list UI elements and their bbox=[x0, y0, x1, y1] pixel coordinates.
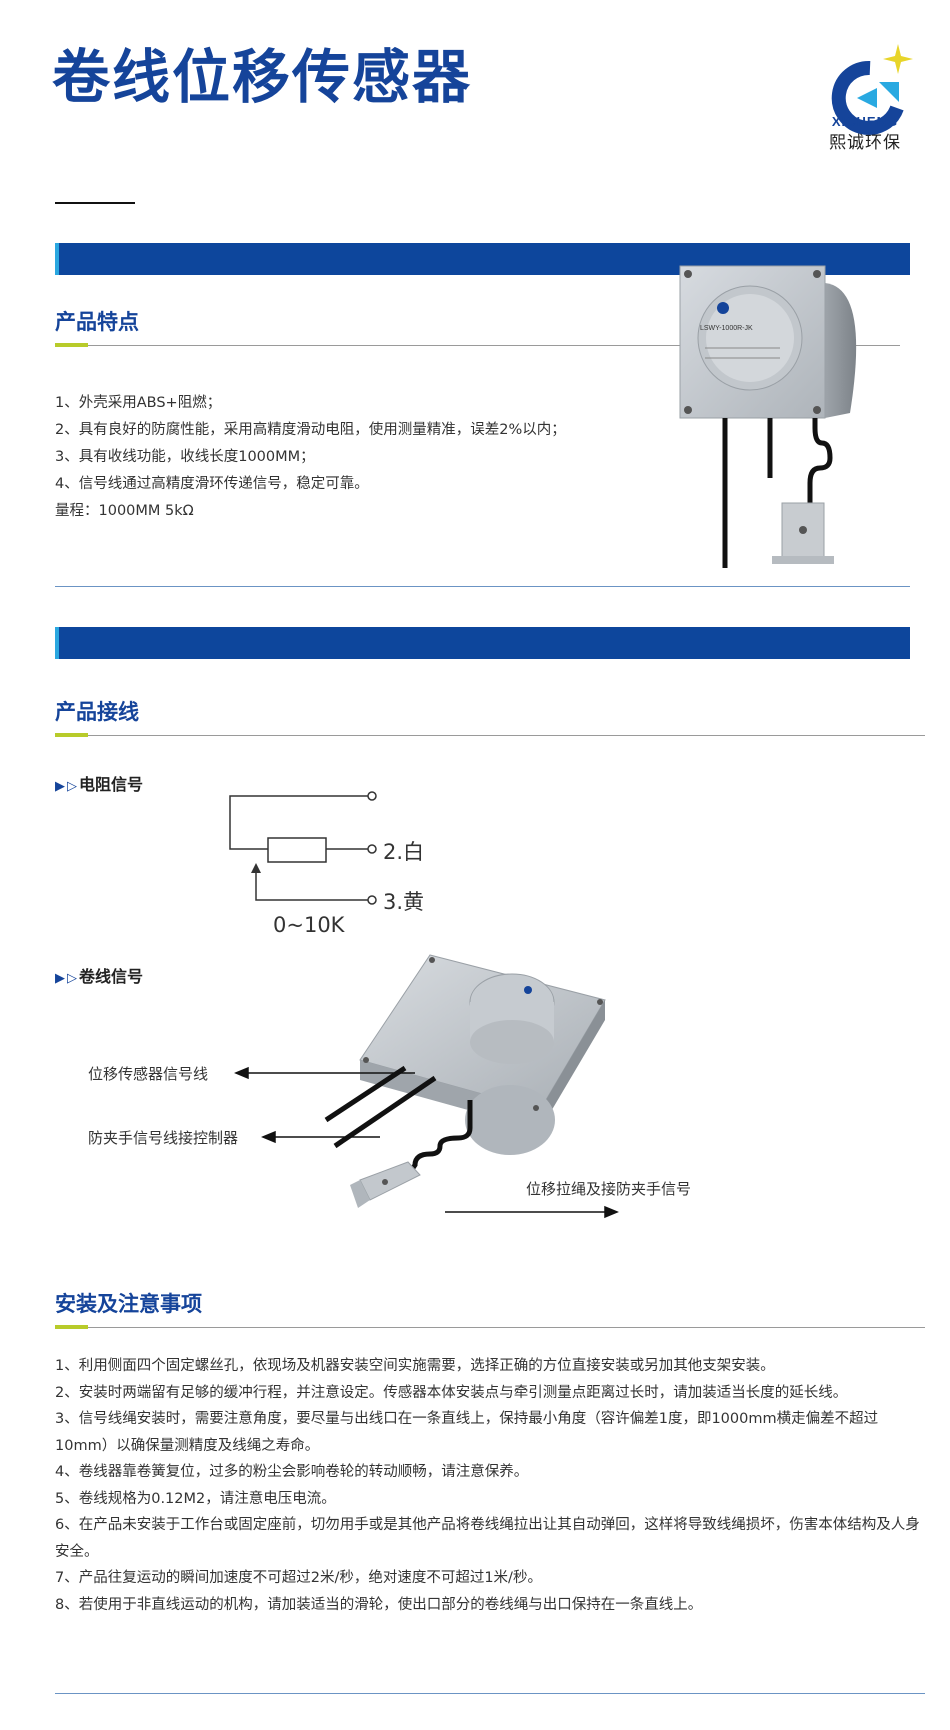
install-notes-list: 1、利用侧面四个固定螺丝孔，依现场及机器安装空间实施需要，选择正确的方位直接安装… bbox=[55, 1353, 925, 1618]
install-note-item: 2、安装时两端留有足够的缓冲行程，并注意设定。传感器本体安装点与牵引测量点距离过… bbox=[55, 1384, 848, 1401]
feature-item: 2、具有良好的防腐性能，采用高精度滑动电阻，使用测量精准，误差2%以内； bbox=[55, 422, 566, 438]
install-note-item: 6、在产品未安装于工作台或固定座前，切勿用手或是其他产品将卷线绳拉出让其自动弹回… bbox=[55, 1517, 920, 1560]
features-accent bbox=[55, 343, 88, 347]
solid-triangle-icon: ▶ bbox=[55, 779, 65, 794]
outline-triangle-icon: ▷ bbox=[67, 779, 77, 794]
install-note-item: 7、产品往复运动的瞬间加速度不可超过2米/秒，绝对速度不可超过1米/秒。 bbox=[55, 1570, 542, 1586]
logo-chinese-text: 熙诚环保 bbox=[829, 133, 901, 153]
resistor-signal-label: 电阻信号 bbox=[79, 775, 144, 794]
resistor-pin3-label: 3.黄 bbox=[383, 890, 425, 914]
features-bottom-rule bbox=[55, 586, 910, 587]
cable-signal-heading: ▶▷卷线信号 bbox=[55, 963, 143, 987]
features-list: 1、外壳采用ABS+阻燃； 2、具有良好的防腐性能，采用高精度滑动电阻，使用测量… bbox=[55, 390, 566, 525]
install-heading: 安装及注意事项 bbox=[55, 1292, 202, 1316]
install-note-item: 3、信号线绳安装时，需要注意角度，要尽量与出线口在一条直线上，保持最小角度（容许… bbox=[55, 1411, 879, 1454]
install-note-item: 4、卷线器靠卷簧复位，过多的粉尘会影响卷轮的转动顺畅，请注意保养。 bbox=[55, 1464, 529, 1480]
feature-item: 量程：1000MM 5kΩ bbox=[55, 503, 194, 519]
page-title: 卷线位移传感器 bbox=[52, 43, 473, 111]
cable-label-controller: 防夹手信号线接控制器 bbox=[88, 1129, 239, 1147]
device-model-label: LSWY-1000R-JK bbox=[700, 325, 753, 332]
feature-item: 4、信号线通过高精度滑环传递信号，稳定可靠。 bbox=[55, 476, 369, 492]
solid-triangle-icon: ▶ bbox=[55, 971, 65, 986]
logo-english-text: XICHENG bbox=[831, 114, 899, 129]
cable-label-pull-rope: 位移拉绳及接防夹手信号 bbox=[526, 1180, 692, 1198]
resistor-range-label: 0~10K bbox=[273, 913, 345, 937]
cable-wiring-diagram bbox=[324, 954, 606, 1208]
xicheng-logo bbox=[831, 44, 913, 135]
feature-item: 1、外壳采用ABS+阻燃； bbox=[55, 395, 222, 411]
cable-signal-label: 卷线信号 bbox=[79, 967, 144, 986]
features-underline bbox=[55, 345, 900, 346]
install-underline bbox=[55, 1327, 925, 1328]
resistor-signal-heading: ▶▷电阻信号 bbox=[55, 771, 143, 795]
wiring-underline bbox=[55, 735, 925, 736]
install-bottom-rule bbox=[55, 1693, 925, 1694]
wiring-heading: 产品接线 bbox=[55, 700, 139, 724]
resistor-circuit-diagram bbox=[229, 791, 377, 905]
wiring-accent bbox=[55, 733, 88, 737]
install-note-item: 5、卷线规格为0.12M2，请注意电压电流。 bbox=[55, 1490, 336, 1507]
features-banner-tab bbox=[55, 243, 59, 275]
sensor-product-image: LSWY-1000R-JK bbox=[679, 265, 857, 568]
resistor-pin2-label: 2.白 bbox=[383, 840, 425, 864]
wiring-banner bbox=[55, 627, 910, 659]
install-note-item: 1、利用侧面四个固定螺丝孔，依现场及机器安装空间实施需要，选择正确的方位直接安装… bbox=[55, 1358, 775, 1374]
wiring-banner-tab bbox=[55, 627, 59, 659]
features-heading: 产品特点 bbox=[55, 310, 139, 334]
install-note-item: 8、若使用于非直线运动的机构，请加装适当的滑轮，使出口部分的卷线绳与出口保持在一… bbox=[55, 1596, 703, 1613]
cable-label-signal-line: 位移传感器信号线 bbox=[88, 1065, 209, 1083]
title-rule bbox=[55, 202, 135, 204]
feature-item: 3、具有收线功能，收线长度1000MM； bbox=[55, 449, 315, 465]
outline-triangle-icon: ▷ bbox=[67, 971, 77, 986]
install-accent bbox=[55, 1325, 88, 1329]
